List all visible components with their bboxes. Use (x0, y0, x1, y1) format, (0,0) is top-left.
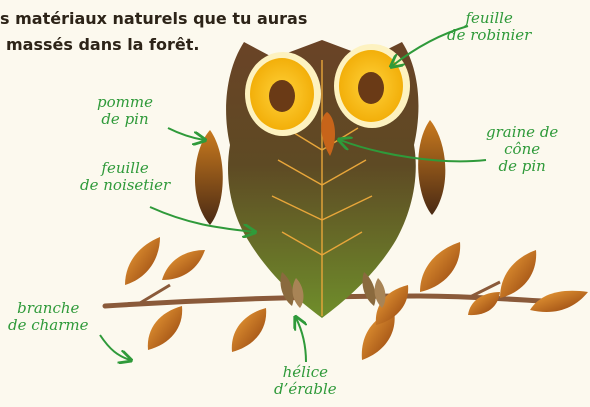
hornbeam-leaf (147, 306, 183, 350)
right-foot-maple-seed (374, 278, 386, 308)
intro-text: s matériaux naturels que tu auras massés… (0, 6, 307, 58)
hornbeam-leaf (361, 310, 395, 360)
arrow-hazel-leaf (149, 206, 254, 232)
arrow-maple-seed (296, 318, 306, 363)
hornbeam-leaf (375, 285, 409, 325)
label-hornbeam-branch: branche de charme (8, 299, 89, 334)
hornbeam-leaf (162, 250, 205, 280)
label-robinia-leaf: feuille de robinier (447, 9, 532, 44)
label-pine-seed: graine de cône de pin (486, 123, 559, 175)
hornbeam-leaf (420, 242, 461, 292)
label-maple-seed: hélice d’érable (274, 363, 337, 398)
label-hazel-leaf: feuille de noisetier (80, 159, 171, 194)
hornbeam-leaf (500, 250, 537, 298)
left-foot-maple-seed (292, 278, 304, 308)
left-foot-maple-seed (280, 272, 294, 306)
hornbeam-leaf (125, 237, 160, 285)
intro-line-1: s matériaux naturels que tu auras (0, 9, 308, 28)
left-eye (245, 52, 321, 136)
beak-pine-seed (321, 112, 336, 156)
arrow-pine-cone (167, 127, 204, 140)
arrow-pine-seed (340, 140, 487, 163)
arrow-hornbeam-branch (99, 334, 130, 360)
right-foot-maple-seed (362, 272, 376, 306)
callout-arrows (99, 25, 487, 363)
right-wing-pine-cone (418, 120, 446, 215)
intro-line-2: massés dans la forêt. (6, 35, 200, 54)
hornbeam-leaf (530, 290, 588, 312)
label-pine-cone: pomme de pin (97, 93, 153, 128)
hornbeam-leaves (125, 237, 588, 360)
right-eye (334, 44, 410, 128)
arrow-robinia-leaf (392, 25, 469, 66)
hornbeam-leaf (231, 308, 267, 352)
left-wing-pine-cone (194, 130, 223, 225)
hornbeam-leaf (468, 292, 500, 316)
